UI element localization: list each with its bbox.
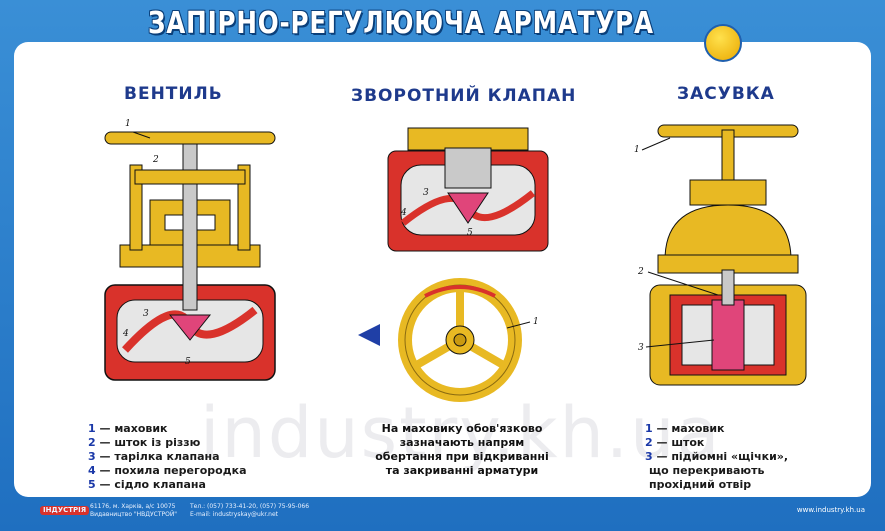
klapan-diagram: 3 4 5	[387, 127, 549, 252]
footer-publisher: Видавництво "НВДУСТРОЙ"	[90, 511, 178, 518]
legend-item: 2 — шток із різзю	[88, 436, 201, 449]
heading-zasuvka: ЗАСУВКА	[677, 84, 775, 104]
zasuvka-label-1: 1	[634, 145, 640, 155]
direction-arrow-icon	[358, 324, 380, 346]
footer-phone: Тел.: (057) 733-41-20, (057) 75-95-066	[190, 503, 310, 510]
footer-brand: ІНДУСТРІЯ	[40, 506, 90, 515]
footer-email: E-mail: industryskay@ukr.net	[190, 511, 278, 518]
legend-item: 3 — підйомні «щічки»,	[645, 450, 789, 463]
page-title: ЗАПІРНО-РЕГУЛЮЮЧА АРМАТУРА	[148, 6, 654, 41]
footer-url[interactable]: www.industry.kh.ua	[796, 506, 865, 514]
handwheel-diagram: 1	[398, 278, 539, 402]
legend-item: 1 — маховик	[645, 422, 725, 435]
klapan-label-5: 5	[467, 228, 473, 238]
industry-logo-icon	[704, 24, 742, 62]
legend-item: 5 — сідло клапана	[88, 478, 206, 491]
footer-address: 61176, м. Харків, а/с 10075	[90, 503, 176, 510]
legend-item-cont: прохідний отвір	[649, 478, 752, 491]
heading-ventyl: ВЕНТИЛЬ	[124, 84, 223, 104]
zasuvka-diagram: 1 2 3	[634, 124, 807, 386]
ventyl-legend: 1 — маховик 2 — шток із різзю 3 — тарілк…	[88, 422, 247, 492]
label-4: 4	[122, 329, 129, 339]
zasuvka-label-2: 2	[637, 267, 644, 277]
legend-item: 1 — маховик	[88, 422, 168, 435]
label-5: 5	[185, 357, 191, 367]
legend-item: 2 — шток	[645, 436, 705, 449]
watermark: industry.kh.ua	[200, 392, 722, 474]
label-2: 2	[152, 155, 159, 165]
handwheel-label-1: 1	[533, 317, 539, 327]
klapan-label-4: 4	[400, 208, 407, 218]
zasuvka-legend: 1 — маховик 2 — шток 3 — підйомні «щічки…	[645, 422, 788, 492]
heading-klapan: ЗВОРОТНИЙ КЛАПАН	[351, 86, 577, 106]
zasuvka-label-3: 3	[638, 343, 644, 353]
ventyl-diagram: 1 2 3 4 5	[104, 119, 276, 381]
klapan-label-3: 3	[423, 188, 429, 198]
legend-item: 4 — похила перегородка	[88, 464, 247, 477]
label-3: 3	[143, 309, 149, 319]
label-1: 1	[125, 119, 131, 129]
rotation-note: На маховику обов'язково зазначають напря…	[375, 422, 549, 477]
legend-item: 3 — тарілка клапана	[88, 450, 220, 463]
title-bar: ЗАПІРНО-РЕГУЛЮЮЧА АРМАТУРА	[0, 0, 885, 44]
legend-item-cont: що перекривають	[649, 464, 765, 477]
